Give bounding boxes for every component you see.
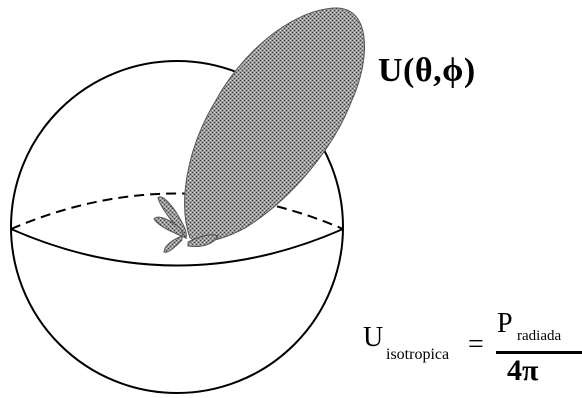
side-lobe-lower xyxy=(163,235,183,253)
isotropic-u-symbol: U xyxy=(363,322,384,353)
numerator-p-symbol: P xyxy=(497,308,513,339)
equator-back xyxy=(10,192,344,230)
equals-sign: = xyxy=(468,329,484,360)
isotropic-sphere xyxy=(10,60,344,394)
side-lobe-right xyxy=(187,234,219,247)
equator-front xyxy=(10,228,344,267)
side-lobe-left xyxy=(153,216,188,240)
fraction-bar xyxy=(496,351,582,354)
denominator: 4π xyxy=(507,354,539,387)
pattern-function-label: U(θ,ϕ) xyxy=(378,52,476,89)
isotropic-subscript: isotropica xyxy=(386,346,450,363)
main-lobe xyxy=(184,7,366,242)
numerator-subscript: radiada xyxy=(517,328,562,344)
